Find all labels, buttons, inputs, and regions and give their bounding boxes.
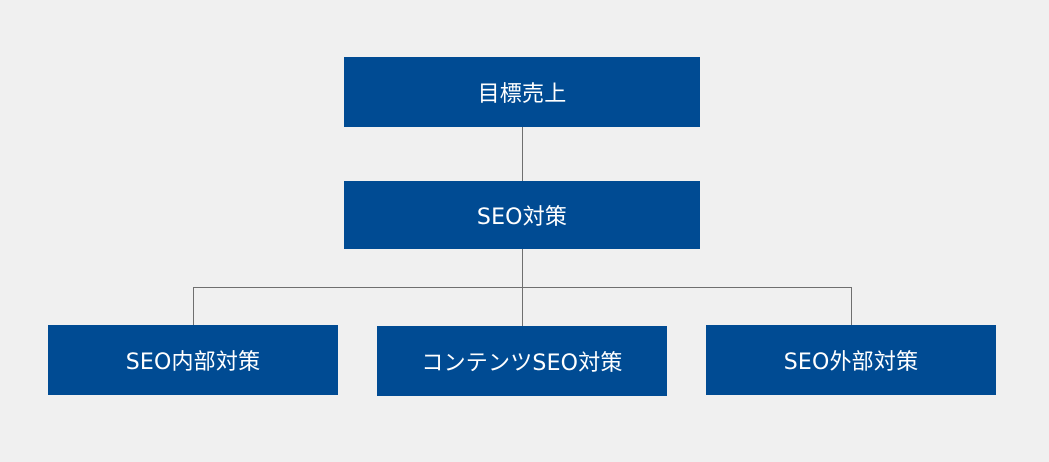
connector-branch-horizontal (193, 287, 852, 288)
node-seo-external: SEO外部対策 (706, 325, 996, 395)
connector-to-external-seo (851, 287, 852, 325)
connector-root-to-seo (522, 127, 523, 181)
node-content-seo: コンテンツSEO対策 (377, 326, 667, 396)
node-seo-measures: SEO対策 (344, 181, 700, 249)
connector-to-internal-seo (193, 287, 194, 325)
node-seo-internal: SEO内部対策 (48, 325, 338, 395)
node-target-sales: 目標売上 (344, 57, 700, 127)
